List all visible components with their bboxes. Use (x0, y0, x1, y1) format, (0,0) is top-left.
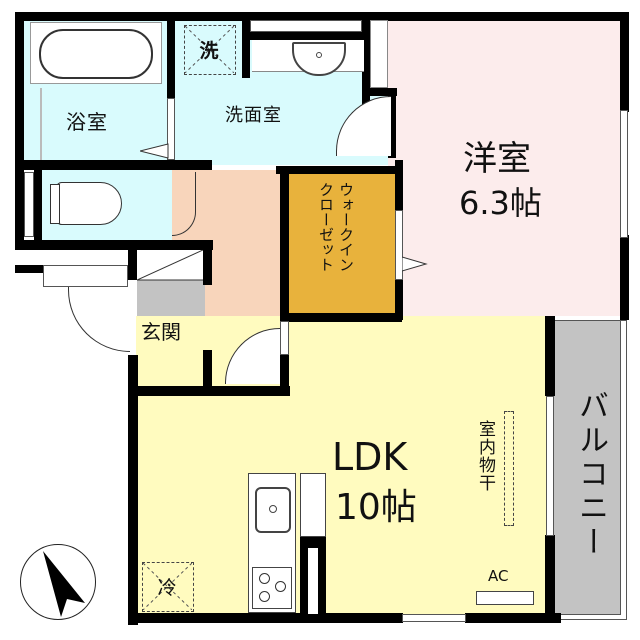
wall-left-bath (15, 12, 24, 248)
stove (252, 567, 292, 609)
wic-sliding-door-icon (402, 256, 428, 272)
burner-icon (259, 573, 270, 584)
washing-machine-space: 洗 (184, 25, 236, 75)
balcony-railing-bottom (553, 615, 627, 620)
wic-label-1: ウォークイン (337, 182, 355, 272)
indoor-drying-rail (504, 411, 514, 526)
balcony (553, 320, 621, 615)
ac-label: AC (488, 567, 509, 585)
bathroom-label: 浴室 (66, 110, 108, 134)
bathtub-basin (39, 29, 153, 79)
wall-ldk-right-top (545, 316, 555, 396)
burner-icon (259, 591, 270, 602)
compass (20, 544, 96, 620)
cross-mark-icon (185, 26, 234, 73)
walk-in-closet (288, 172, 396, 315)
wall-right-outer-lower (620, 235, 629, 320)
western-room-window (620, 110, 628, 238)
wall-wic-left (280, 166, 289, 321)
wall-right-outer (620, 12, 629, 112)
bath-window (167, 98, 175, 160)
wall-sink-top (250, 32, 370, 40)
ac-unit (476, 591, 534, 605)
kitchen-back-panel (300, 473, 326, 537)
wall-wic-bottom (280, 313, 402, 322)
wall-ldk-right-bottom (545, 535, 555, 623)
washroom-label: 洗面室 (225, 105, 282, 126)
wall-porch (15, 265, 43, 273)
upper-washroom-strip (250, 20, 362, 32)
wic-door-opening (395, 210, 403, 280)
ldk-size: 10帖 (335, 487, 417, 528)
western-room (388, 20, 624, 316)
wall-entrance-right (203, 240, 212, 285)
western-room-size: 6.3帖 (459, 184, 542, 222)
wall-bath-bottom (22, 160, 212, 170)
wall-washer-right (242, 20, 250, 78)
washing-machine-label: 洗 (199, 40, 219, 62)
western-sink-wall (370, 20, 388, 88)
kitchen-sink (255, 487, 291, 533)
wall-top (15, 12, 629, 21)
entrance-label: 玄関 (141, 320, 181, 344)
ldk-bottom-window (402, 614, 466, 622)
wall-entrance-bottom (128, 386, 290, 396)
hall-ldk-door-jamb (280, 321, 289, 355)
toilet-bowl (56, 182, 122, 225)
ldk-label: LDK (332, 435, 408, 479)
toilet-window (24, 172, 34, 237)
refrigerator-space: 冷 (142, 562, 194, 612)
kitchen-partition-gap (308, 548, 318, 614)
wic-label-2: クローゼット (317, 182, 335, 272)
toilet-tank (50, 184, 60, 224)
wall-wic-right-low (395, 280, 403, 320)
north-arrow-icon (43, 551, 85, 617)
burner-icon (275, 581, 286, 592)
sliding-door-icon (140, 143, 169, 159)
balcony-railing (621, 320, 627, 620)
wall-wic-right (395, 160, 403, 210)
wall-western-notch (362, 88, 397, 96)
ldk-balcony-window (546, 396, 554, 536)
balcony-label: バルコニー (573, 390, 608, 560)
wall-western-left (388, 88, 396, 158)
indoor-drying-label: 室内物干 (475, 420, 495, 492)
refrigerator-label: 冷 (157, 577, 177, 599)
wall-entrance-right-low (203, 350, 212, 395)
wall-ldk-bottom (128, 613, 403, 623)
wall-entrance-left (128, 240, 138, 280)
wall-western-left-top (362, 20, 370, 110)
wall-bath-wash (167, 20, 175, 98)
wall-wash-bottom (276, 166, 396, 174)
wall-hall-right-low (280, 355, 289, 395)
cross-mark-icon (143, 563, 192, 610)
wall-toilet-bottom (15, 240, 213, 250)
bathtub (30, 22, 162, 84)
wall-entrance-left-low (128, 355, 138, 625)
wall-toilet-left (34, 170, 42, 242)
drain-icon (316, 52, 322, 58)
western-room-label: 洋室 (463, 139, 531, 179)
front-door-arc (68, 282, 130, 352)
bath-floor-line (40, 88, 42, 160)
wall-ldk-bottom-right (465, 613, 561, 623)
shoe-cabinet-icon (137, 250, 203, 281)
porch-frame (43, 265, 128, 287)
drain-icon (269, 505, 277, 513)
